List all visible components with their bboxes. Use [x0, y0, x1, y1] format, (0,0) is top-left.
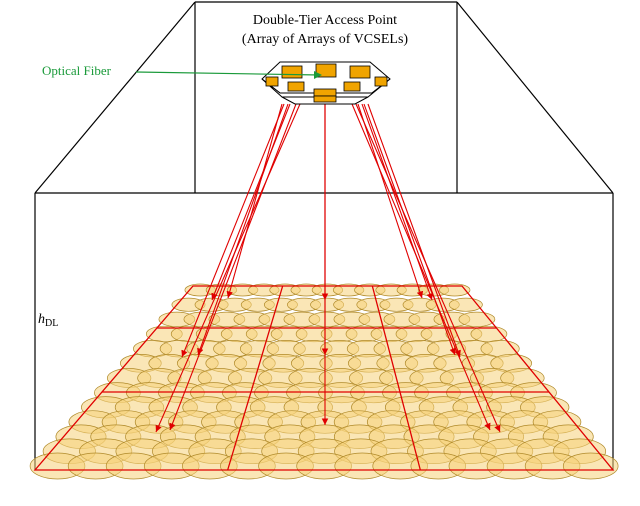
vcsel-array	[343, 81, 361, 92]
vcsel-array	[265, 76, 279, 87]
vcsel-beam	[367, 103, 461, 358]
fiber-arrowhead	[314, 71, 322, 79]
vcsel-array	[374, 76, 388, 87]
vcsel-beam	[361, 103, 433, 301]
fiber-label: Optical Fiber	[42, 63, 112, 78]
tier-boundary-vertical	[371, 285, 421, 471]
floor-coverage-cells	[29, 283, 619, 480]
vcsel-array	[315, 63, 337, 78]
room-frame	[34, 1, 614, 470]
title-line-2: (Array of Arrays of VCSELs)	[242, 32, 408, 47]
vcsel-array	[287, 81, 305, 92]
vcsel-beams	[155, 103, 501, 433]
vcsel-array	[349, 65, 371, 79]
height-label-sub: DL	[45, 318, 58, 329]
vcsel-array	[281, 65, 303, 79]
vcsel-beam	[355, 103, 501, 433]
fiber-line	[135, 71, 321, 76]
vcsel-array	[313, 88, 337, 97]
vcsel-beam	[226, 103, 283, 299]
vcsel-beam	[181, 103, 285, 358]
vcsel-arrays	[265, 63, 388, 103]
vcsel-beam	[363, 103, 456, 356]
vcsel-beam	[169, 103, 297, 431]
tier-boundary-vertical	[227, 285, 284, 471]
title-line-1: Double-Tier Access Point	[253, 13, 397, 28]
vcsel-beam	[197, 103, 289, 356]
height-label: hDL	[38, 312, 58, 329]
room-right-slope	[456, 1, 614, 194]
vcsel-beam	[357, 103, 424, 299]
vcsel-beam	[351, 103, 491, 431]
room-left-slope	[34, 1, 196, 194]
vcsel-array	[313, 95, 337, 103]
optical-fiber	[135, 71, 322, 79]
vcsel-beam	[211, 103, 291, 301]
vcsel-beam	[155, 103, 301, 433]
access-point	[261, 61, 391, 105]
height-label-main: h	[38, 312, 45, 327]
